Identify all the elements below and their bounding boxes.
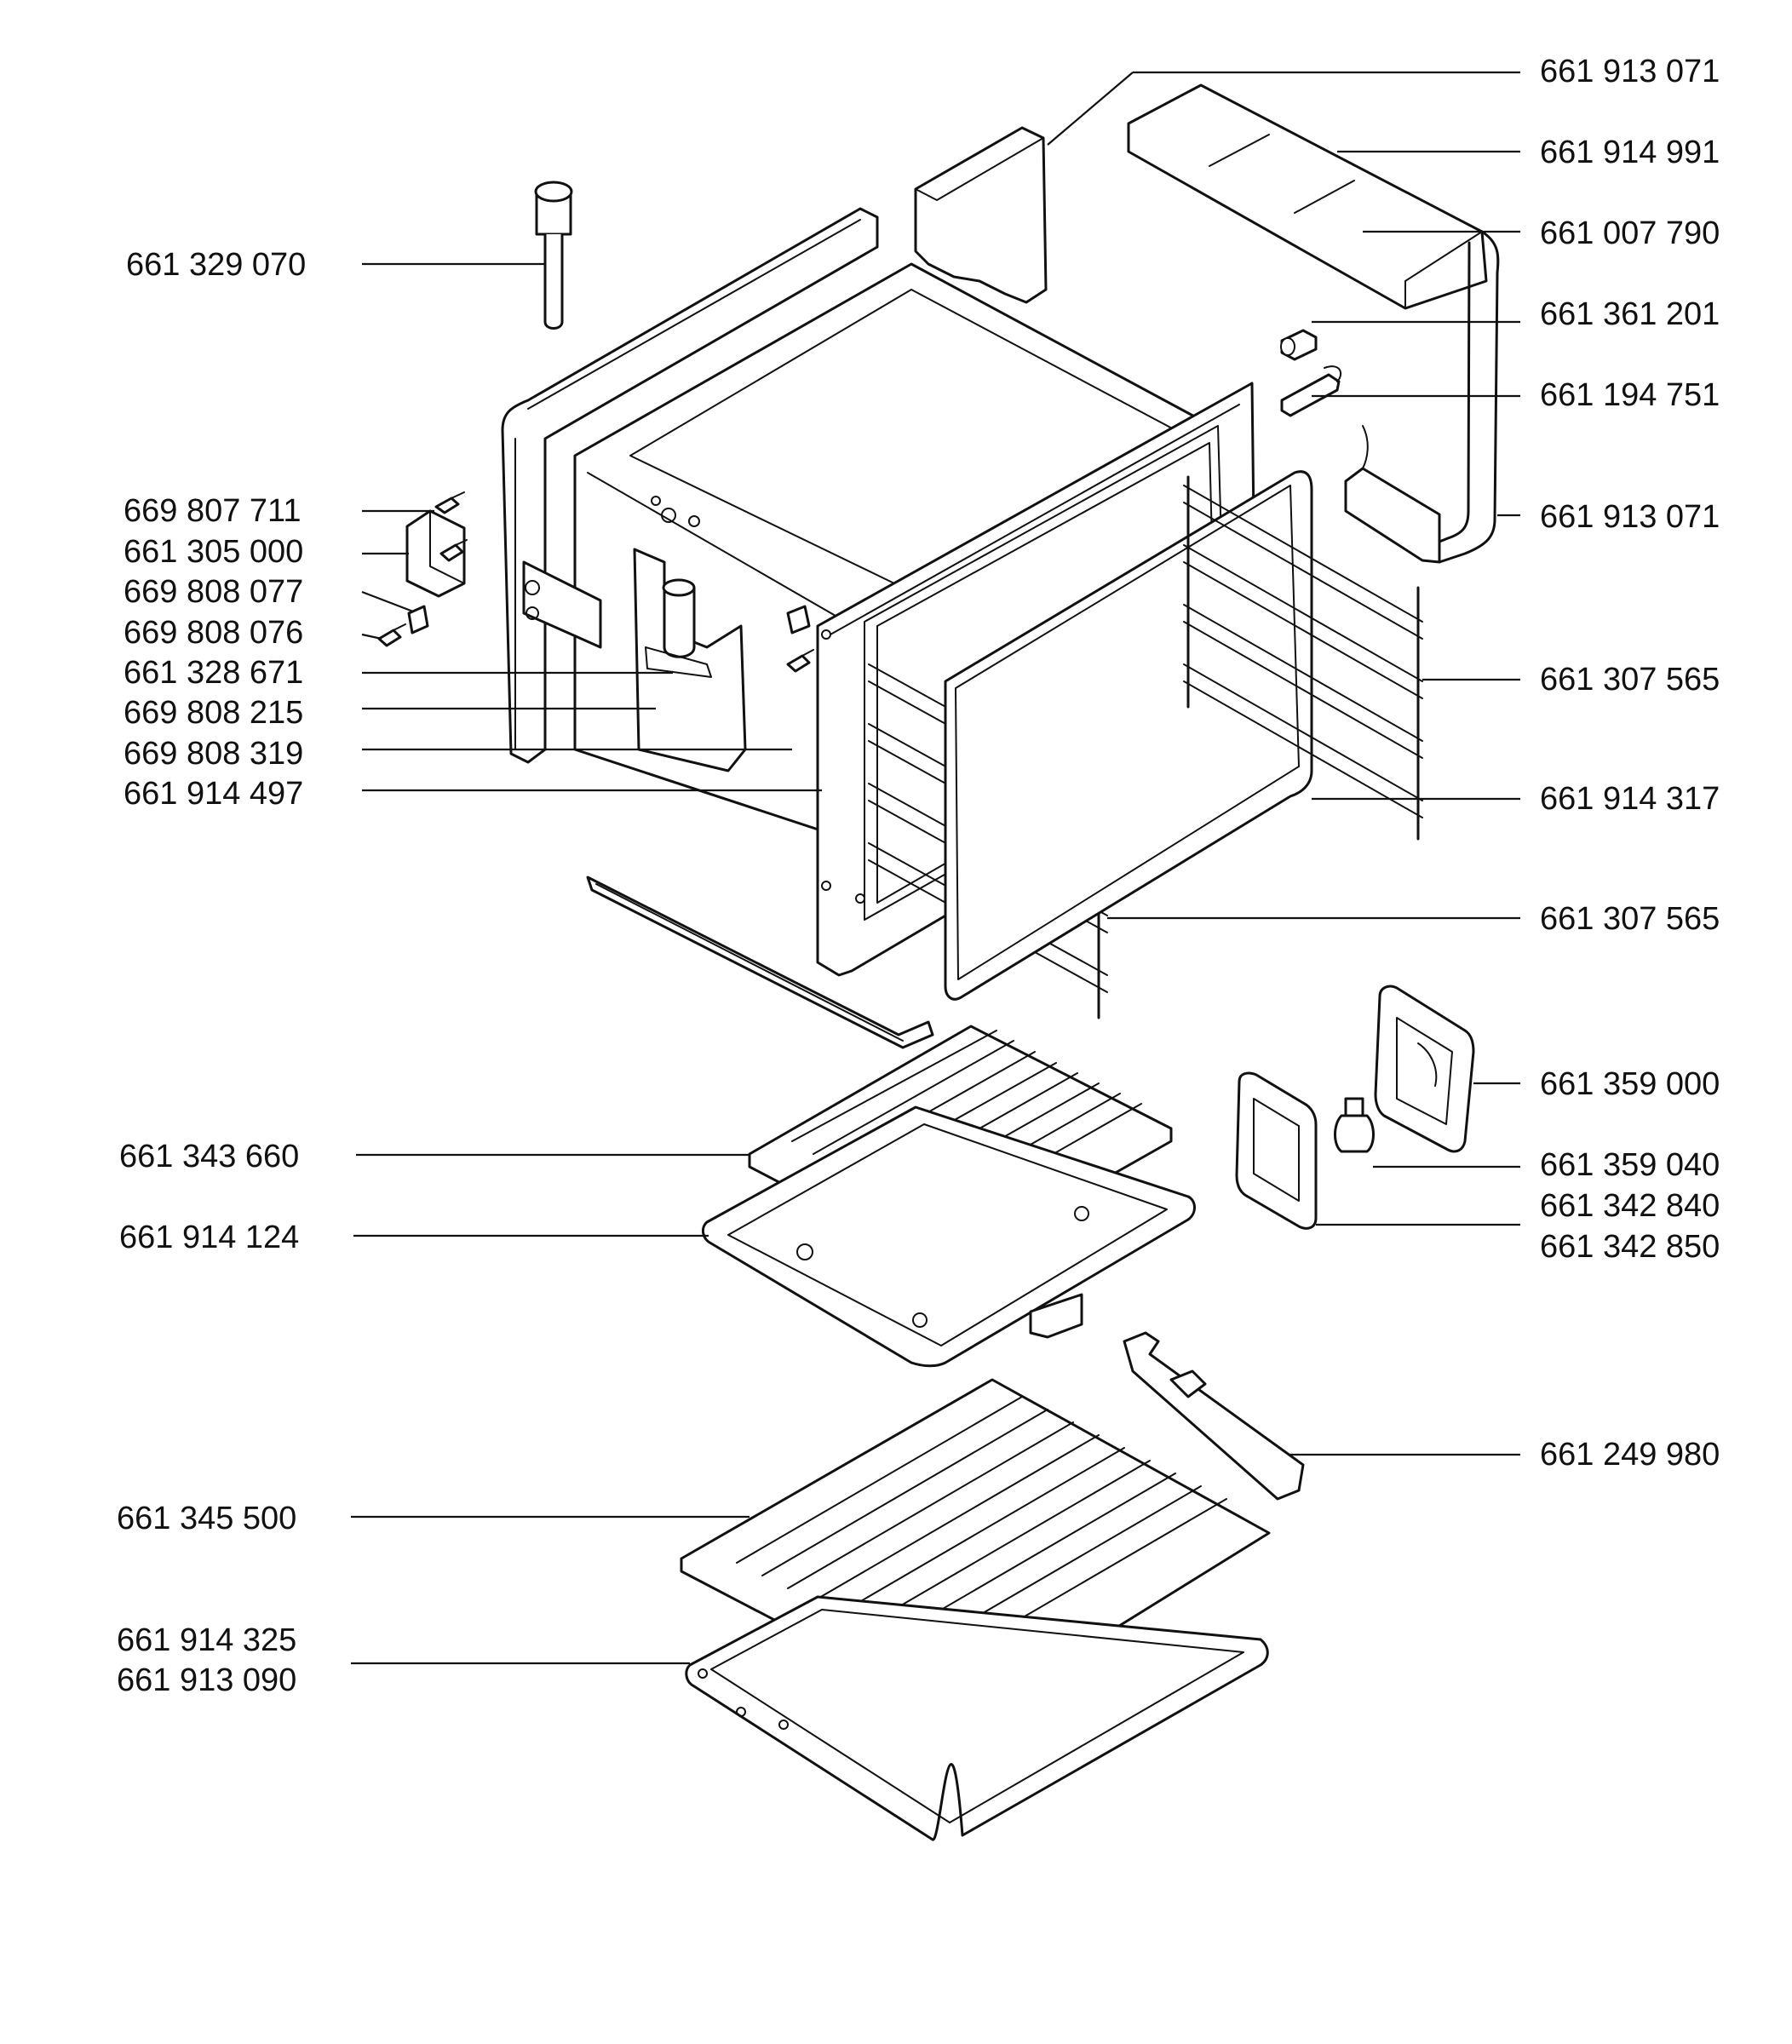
part-number-label: 661 342 850 (1540, 1229, 1720, 1265)
part-number-label: 661 914 317 (1540, 781, 1720, 817)
part-number-label: 661 307 565 (1540, 901, 1720, 937)
part-number-label: 669 808 319 (123, 736, 303, 772)
hinge-pin (1280, 365, 1342, 417)
bottom-strip (586, 876, 934, 1049)
screw-4 (786, 649, 814, 673)
part-number-label: 669 808 076 (123, 615, 303, 651)
part-number-label: 669 808 215 (123, 695, 303, 731)
part-number-label: 661 913 090 (117, 1662, 296, 1698)
part-number-label: 661 914 497 (123, 776, 303, 812)
top-insulation-pad (914, 126, 1048, 304)
part-number-label: 661 342 840 (1540, 1188, 1720, 1224)
part-number-label: 661 305 000 (123, 534, 303, 570)
cavity-clip (786, 605, 811, 634)
part-number-label: 661 914 124 (119, 1220, 299, 1255)
part-number-label: 661 194 751 (1540, 377, 1720, 413)
thermostat-shaft (534, 181, 573, 330)
screw-2 (439, 539, 468, 562)
door-hinge-arm (1123, 1331, 1305, 1501)
light-housing (1374, 985, 1475, 1153)
rack-rails-right (1183, 475, 1423, 841)
thermostat-bracket (633, 548, 747, 772)
part-number-label: 661 307 565 (1540, 662, 1720, 698)
part-number-label: 661 345 500 (117, 1501, 296, 1536)
part-number-label: 661 914 325 (117, 1622, 296, 1658)
part-number-label: 661 343 660 (119, 1139, 299, 1174)
door-seal (944, 470, 1313, 1001)
part-number-label: 661 007 790 (1540, 215, 1720, 251)
tray (685, 1595, 1269, 1841)
part-number-label: 661 361 201 (1540, 296, 1720, 332)
screw-1 (434, 491, 465, 514)
leader-lines (351, 71, 1520, 1665)
stud-pin (1280, 329, 1318, 361)
part-number-label: 661 359 000 (1540, 1066, 1720, 1102)
part-number-label: 661 913 071 (1540, 54, 1720, 89)
light-bulb (1334, 1097, 1375, 1153)
hinge-plate (522, 560, 602, 649)
part-number-label: 661 328 671 (123, 655, 303, 691)
part-number-label: 661 913 071 (1540, 499, 1720, 535)
part-number-label: 661 329 070 (126, 247, 306, 283)
labels-right: 661 913 071 661 914 991 661 007 790 661 … (1540, 54, 1720, 1473)
part-number-label: 661 359 040 (1540, 1147, 1720, 1183)
nut-clip (407, 605, 429, 634)
part-number-label: 661 914 991 (1540, 135, 1720, 170)
part-number-label: 669 807 711 (123, 493, 302, 529)
labels-left: 661 329 070 669 807 711 661 305 000 669 … (117, 247, 306, 1698)
insulation-wrap (1127, 83, 1500, 564)
light-cover (1235, 1071, 1318, 1230)
part-number-label: 669 808 077 (123, 574, 303, 610)
screw-3 (377, 623, 406, 647)
part-number-label: 661 249 980 (1540, 1437, 1720, 1473)
